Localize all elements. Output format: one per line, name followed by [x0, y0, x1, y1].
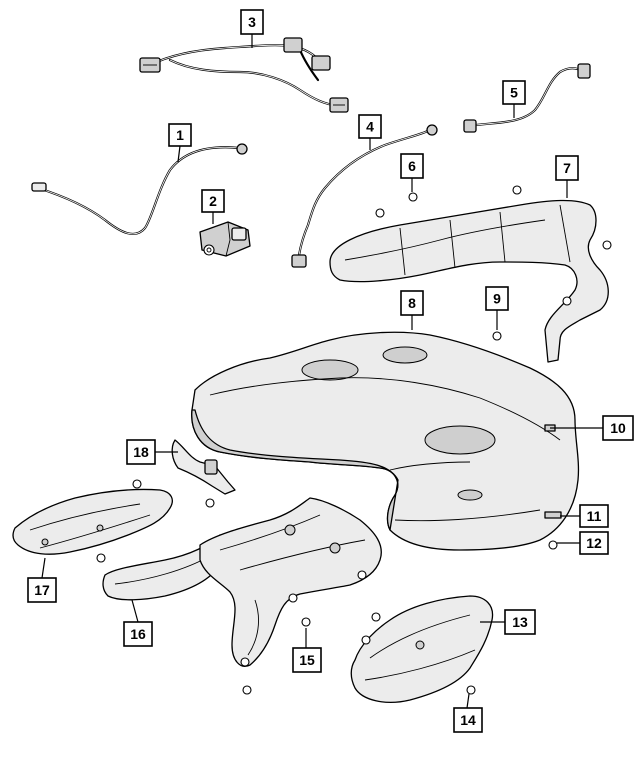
callout-1: 1 [168, 123, 192, 147]
skid-plate-part-17 [12, 479, 173, 563]
bracket-part-18 [171, 439, 236, 508]
callout-17: 17 [27, 577, 57, 603]
callout-14: 14 [453, 707, 483, 733]
svg-text:12: 12 [586, 535, 602, 551]
svg-text:6: 6 [408, 158, 416, 174]
svg-text:3: 3 [248, 14, 256, 30]
svg-text:14: 14 [460, 712, 476, 728]
vapor-line-part-1 [31, 143, 248, 236]
callout-8: 8 [400, 290, 424, 316]
callout-7: 7 [555, 155, 579, 181]
callout-13: 13 [504, 609, 536, 635]
pressure-sensor-part-2 [199, 221, 251, 257]
fuel-tube-part-4 [291, 124, 438, 268]
callout-4: 4 [358, 114, 382, 139]
svg-text:13: 13 [512, 614, 528, 630]
svg-text:11: 11 [587, 508, 602, 524]
callout-3: 3 [240, 9, 264, 35]
callout-10: 10 [602, 415, 634, 441]
callout-15: 15 [292, 647, 322, 673]
svg-text:4: 4 [366, 119, 374, 135]
callout-18: 18 [126, 439, 156, 465]
callout-16: 16 [123, 621, 153, 647]
svg-text:17: 17 [34, 582, 50, 598]
callout-9: 9 [485, 286, 509, 311]
callout-6: 6 [400, 153, 424, 179]
callout-11: 11 [579, 504, 609, 528]
svg-text:1: 1 [176, 127, 184, 143]
svg-text:2: 2 [209, 193, 217, 209]
wiring-harness-part-3 [139, 37, 349, 113]
fuel-tube-part-5 [463, 63, 591, 133]
leader-lines [41, 34, 603, 709]
callout-5: 5 [502, 80, 526, 105]
fuel-tank-part-8 [191, 331, 580, 551]
svg-text:15: 15 [299, 652, 315, 668]
svg-text:9: 9 [493, 291, 501, 307]
callout-2: 2 [201, 189, 225, 213]
svg-text:7: 7 [563, 160, 571, 176]
crossmember-part-15 [199, 497, 382, 695]
skid-plate-part-13 [350, 595, 494, 703]
heat-shield-part-7 [329, 185, 612, 363]
callout-12: 12 [579, 531, 609, 555]
svg-text:8: 8 [408, 295, 416, 311]
svg-text:18: 18 [133, 444, 149, 460]
svg-text:10: 10 [610, 420, 626, 436]
svg-text:16: 16 [130, 626, 146, 642]
svg-text:5: 5 [510, 85, 518, 101]
